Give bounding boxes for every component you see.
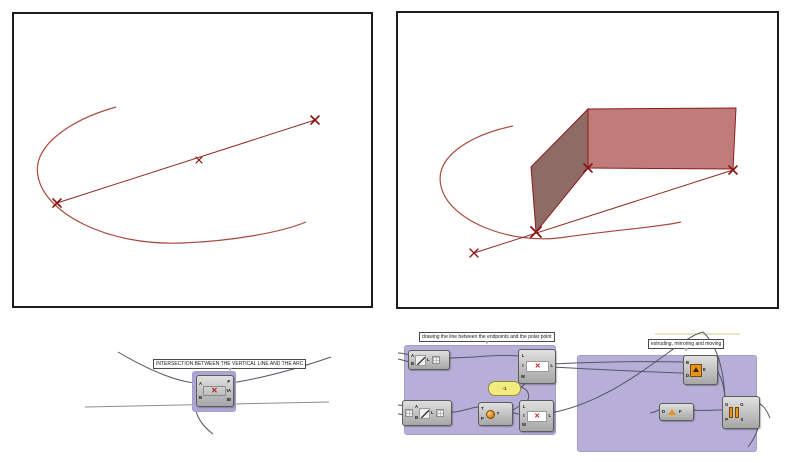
redx-component-2[interactable]: L t W ✕ L — [519, 400, 554, 432]
label-intersection: INTERSECTION BETWEEN THE VERTICAL LINE A… — [153, 359, 307, 371]
port-direction[interactable]: D — [686, 373, 690, 379]
polar-point-icon — [485, 409, 495, 419]
port-t-out[interactable]: T — [496, 410, 500, 416]
viewport-perspective-geometry — [439, 107, 738, 258]
viewport-top-geometry — [36, 106, 320, 244]
port-f[interactable]: F — [679, 408, 682, 414]
label-intersection-text: INTERSECTION BETWEEN THE VERTICAL LINE A… — [156, 361, 304, 367]
number-capsule[interactable]: -1 — [488, 381, 521, 396]
polar-line — [473, 169, 734, 254]
port-b[interactable]: B — [199, 394, 203, 400]
port-t[interactable]: t — [523, 412, 525, 418]
redx-component-1[interactable]: L t W ✕ L — [518, 349, 556, 384]
gh-canvas-intersection: INTERSECTION BETWEEN THE VERTICAL LINE A… — [85, 340, 335, 455]
port-a[interactable]: A — [415, 404, 419, 410]
wires — [398, 331, 771, 448]
port-l[interactable]: L — [427, 356, 430, 362]
unit-component[interactable]: D F — [659, 403, 694, 421]
port-g-out[interactable]: G — [740, 402, 744, 408]
line-component-1[interactable]: A B L — [408, 350, 450, 370]
port-d[interactable]: D — [662, 408, 666, 414]
port-w[interactable]: W — [522, 422, 526, 428]
param-state-icon — [405, 409, 413, 417]
port-l[interactable]: L — [521, 353, 525, 359]
port-base[interactable]: B — [686, 360, 690, 366]
port-x-out[interactable]: X — [740, 416, 744, 422]
label-extrude: extruding, mirroring and moving — [648, 339, 725, 351]
red-x-box-icon: ✕ — [526, 410, 548, 422]
port-l[interactable]: L — [431, 409, 434, 415]
line-component-2[interactable]: A B L — [402, 400, 452, 426]
label-extrude-text: extruding, mirroring and moving — [651, 341, 722, 347]
ccx-outputs: P tA tB — [226, 377, 232, 405]
orange-triangle-icon — [668, 409, 677, 415]
number-capsule-value: -1 — [502, 386, 507, 391]
param-state-icon — [431, 356, 440, 364]
arc-curve — [36, 106, 307, 244]
port-p[interactable]: P — [227, 378, 231, 384]
port-extrusion[interactable]: E — [703, 366, 706, 372]
arc-curve — [439, 125, 682, 240]
polar-point-component[interactable]: T P T — [478, 402, 513, 426]
port-b[interactable]: B — [411, 360, 415, 366]
viewport-top[interactable] — [12, 12, 373, 308]
extruded-surface-front — [587, 107, 737, 170]
curve-curve-intersection-icon: ✕ — [210, 386, 218, 395]
port-l-out[interactable]: L — [548, 412, 551, 418]
mirror-component[interactable]: G P G X — [722, 396, 760, 429]
port-g[interactable]: G — [725, 402, 729, 408]
port-w[interactable]: W — [521, 373, 525, 379]
line-pencil-icon — [415, 354, 427, 366]
port-l[interactable]: L — [522, 403, 526, 409]
mirror-bars-icon — [729, 407, 740, 418]
line-pencil-icon — [419, 407, 431, 419]
param-state-icon — [435, 409, 444, 417]
x-marker — [728, 165, 738, 175]
ccx-component[interactable]: A B ✕ P tA tB — [196, 375, 234, 407]
port-p[interactable]: P — [725, 416, 729, 422]
port-a[interactable]: A — [411, 352, 415, 358]
viewport-perspective[interactable] — [396, 11, 779, 309]
x-marker — [530, 226, 542, 238]
port-t[interactable]: t — [522, 363, 524, 369]
port-t[interactable]: T — [481, 405, 484, 411]
red-x-box-icon: ✕ — [525, 361, 550, 372]
port-a[interactable]: A — [199, 380, 203, 386]
extruded-surface-side — [530, 107, 589, 234]
gh-canvas-main: drawing the line between the endpoints a… — [398, 328, 785, 455]
ccx-inputs: A B — [198, 377, 203, 405]
port-b[interactable]: B — [415, 415, 419, 421]
port-p[interactable]: P — [481, 415, 484, 421]
x-marker — [195, 156, 203, 164]
polar-line — [56, 119, 316, 204]
label-line-drawing-text: drawing the line between the endpoints a… — [422, 334, 552, 340]
port-l-out[interactable]: L — [550, 363, 553, 369]
x-marker — [469, 248, 479, 258]
x-marker — [583, 163, 593, 173]
x-marker — [52, 198, 62, 208]
port-tb[interactable]: tB — [226, 397, 231, 403]
extrude-component[interactable]: B D E — [683, 355, 718, 385]
x-marker — [310, 115, 320, 125]
label-line-drawing: drawing the line between the endpoints a… — [419, 332, 555, 344]
extrude-arrow-icon — [690, 363, 703, 377]
port-ta[interactable]: tA — [226, 387, 231, 393]
